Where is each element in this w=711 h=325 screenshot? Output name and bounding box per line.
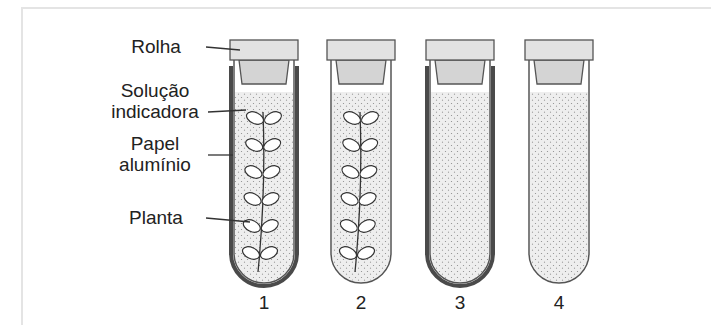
glass-tube [529,60,589,283]
plant [241,109,284,272]
leader-line [208,154,233,155]
part-label: Papel alumínio [104,133,206,175]
indicator-solution [235,92,293,282]
leader-line [206,47,240,50]
stopper [435,60,485,84]
tube-number: 1 [249,292,279,313]
stopper [525,40,593,60]
test-tube [426,40,494,286]
indicator-solution [530,92,588,282]
indicator-solution [431,92,489,282]
part-label: Solução indicadora [104,80,206,122]
aluminium-foil [427,66,493,286]
test-tube [327,40,395,283]
stopper [426,40,494,60]
tube-number: 2 [346,292,376,313]
part-label: Planta [108,207,204,228]
stopper [239,60,289,84]
frame [22,8,711,325]
tube-number: 4 [544,292,574,313]
test-tube [525,40,593,283]
indicator-solution [332,92,390,282]
stopper [230,40,298,60]
glass-tube [234,60,294,283]
part-label: Rolha [108,36,204,57]
stopper [336,60,386,84]
leader-line [208,110,246,112]
stopper [534,60,584,84]
leader-line [206,218,250,222]
tube-number: 3 [445,292,475,313]
aluminium-foil [231,66,297,286]
test-tube [230,40,298,286]
glass-tube [331,60,391,283]
glass-tube [430,60,490,283]
stopper [327,40,395,60]
plant [338,109,381,272]
